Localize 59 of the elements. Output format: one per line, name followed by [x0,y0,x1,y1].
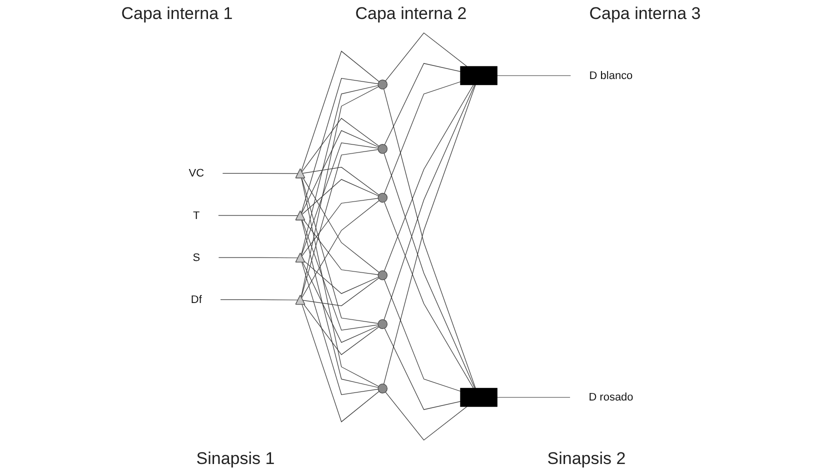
connector [302,220,378,331]
node-text: Df [190,293,202,306]
connector [301,220,378,388]
connector [302,262,378,395]
connector [384,152,476,389]
layer-label: Capa interna 2 [355,4,467,24]
connector [301,149,378,298]
node-text: T [193,209,200,222]
connector [222,173,298,174]
connector [301,50,380,172]
node-circle [378,384,388,394]
node-box [460,66,498,86]
connector [220,299,298,300]
connector [301,178,379,387]
connector [384,63,461,146]
layer-label: Sinapsis 2 [547,449,626,469]
connector [385,32,468,82]
connector [384,84,474,272]
connector [302,178,380,273]
connector [218,215,298,216]
connector [301,78,378,214]
layer-label: Capa interna 3 [589,4,701,24]
connector [304,261,379,294]
node-circle [378,319,388,329]
connector [302,179,379,215]
connector [301,200,380,298]
connector [302,166,380,196]
connector [302,262,379,343]
node-text: S [192,251,200,264]
connector [384,84,476,320]
connector [301,142,378,256]
connector [384,202,474,389]
node-box [460,388,498,407]
node-text: D rosado [588,390,634,404]
node-circle [378,80,388,90]
connector [384,81,461,194]
connector [300,86,379,298]
connector [218,257,298,258]
connector [302,278,380,306]
connector [302,118,380,172]
node-circle [378,192,388,203]
connector [302,198,378,256]
connector [384,279,461,392]
layer-label: Sinapsis 1 [196,449,275,469]
connector [385,392,468,441]
connector [304,220,378,275]
connector [384,328,461,410]
connector [496,397,571,398]
connector [300,85,378,256]
connector [301,178,378,324]
node-text: VC [188,166,204,180]
layer-label: Capa interna 1 [121,4,233,24]
connector [301,130,379,214]
node-circle [378,270,388,280]
connector [302,304,380,422]
connector [304,304,380,356]
node-text: D blanco [589,69,633,82]
node-circle [378,144,388,154]
connector [496,75,572,76]
